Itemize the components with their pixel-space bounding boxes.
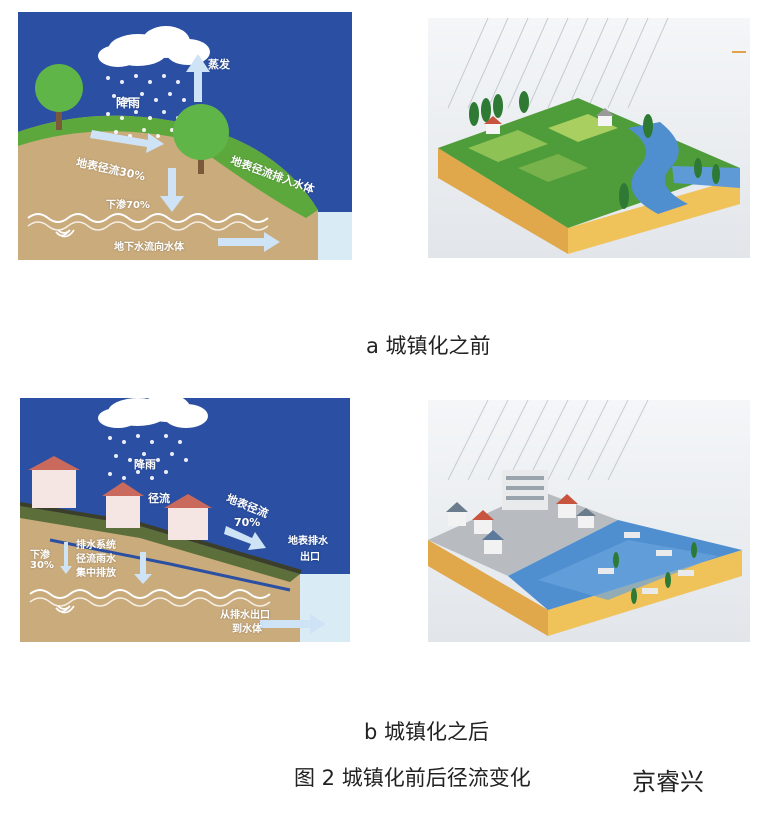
city-buildings (446, 470, 596, 554)
label-groundwater: 地下水流向水体 (114, 242, 184, 253)
label-drain-outlet-1: 地表排水 (288, 536, 328, 547)
scene-b-illustration (428, 400, 750, 642)
diagram-before-urbanization: 蒸发 降雨 地表径流30% 地表径流排入水体 下渗70% 地下水流向水体 (18, 12, 352, 260)
tree-right (173, 104, 229, 174)
caption-b: b 城镇化之后 (364, 720, 490, 744)
label-drainage-1: 排水系统 (76, 540, 116, 551)
farm-houses (484, 108, 614, 134)
scene-a-illustration (428, 18, 750, 258)
label-runoff-b: 径流 (148, 492, 170, 505)
label-rainfall: 降雨 (116, 96, 141, 110)
town-houses (28, 456, 212, 540)
label-evaporation: 蒸发 (208, 58, 230, 71)
label-drainage-3: 集中排放 (76, 568, 116, 579)
scene-before-urbanization (428, 18, 750, 258)
figure-title: 图 2 城镇化前后径流变化 (294, 766, 531, 790)
diagram-a-illustration (18, 12, 352, 260)
diagram-b-illustration (20, 398, 350, 642)
label-surface-pct-b: 70% (234, 516, 261, 529)
label-drain-outlet-2: 出口 (300, 552, 320, 563)
author-name: 京睿兴 (632, 768, 704, 796)
label-infiltration-b-2: 30% (30, 560, 54, 571)
label-outlet-1: 从排水出口 (220, 610, 270, 621)
label-drainage-2: 径流雨水 (76, 554, 116, 565)
label-rainfall-b: 降雨 (134, 458, 156, 471)
label-outlet-2: 到水体 (232, 624, 262, 635)
scene-after-urbanization (428, 400, 750, 642)
tree-left (35, 64, 83, 130)
label-infiltration: 下渗70% (106, 200, 150, 211)
diagram-after-urbanization: 降雨 径流 地表径流 70% 地表排水 出口 下渗 30% 排水系统 径流雨水 … (20, 398, 350, 642)
caption-a: a 城镇化之前 (366, 334, 491, 358)
label-infiltration-b-1: 下渗 (30, 550, 50, 561)
